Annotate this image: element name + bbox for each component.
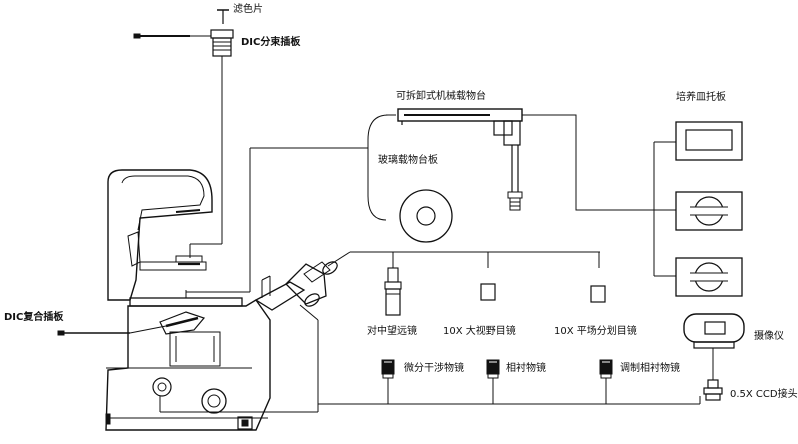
filter-label: 滤色片 xyxy=(233,4,263,15)
ccd-adapter-part xyxy=(703,379,723,401)
removable-stage-part xyxy=(397,108,654,211)
dic-objective-label: 微分干涉物镜 xyxy=(404,363,464,374)
flat-field-eyepiece-label: 10X 平场分划目镜 xyxy=(554,326,637,337)
dic-composite-slider-part xyxy=(57,325,167,336)
glass-stage-plate-part xyxy=(399,189,453,243)
culture-dish-holder-label: 培养皿托板 xyxy=(676,92,726,103)
wide-field-eyepiece-label: 10X 大视野目镜 xyxy=(443,326,516,337)
objective-tree xyxy=(159,304,701,413)
dic-beam-splitter-label: DIC分束插板 xyxy=(241,37,301,48)
culture-dish-holders xyxy=(653,121,743,297)
removable-stage-label: 可拆卸式机械载物台 xyxy=(396,91,486,102)
glass-stage-plate-label: 玻璃载物台板 xyxy=(378,155,438,166)
ccd-adapter-label: 0.5X CCD接头 xyxy=(730,389,798,400)
filter-part xyxy=(217,9,229,24)
centering-telescope-label: 对中望远镜 xyxy=(367,326,417,337)
modulation-objective-label: 调制相衬物镜 xyxy=(620,363,680,374)
eyepiece-tree xyxy=(327,251,606,316)
camera-part xyxy=(683,313,745,380)
phase-objective-label: 相衬物镜 xyxy=(506,363,546,374)
dic-beam-splitter-part xyxy=(133,29,234,258)
dic-composite-slider-label: DIC复合插板 xyxy=(4,312,64,323)
camera-label: 摄像仪 xyxy=(754,331,784,342)
microscope-body xyxy=(105,169,338,431)
stage-connectors xyxy=(186,114,396,293)
